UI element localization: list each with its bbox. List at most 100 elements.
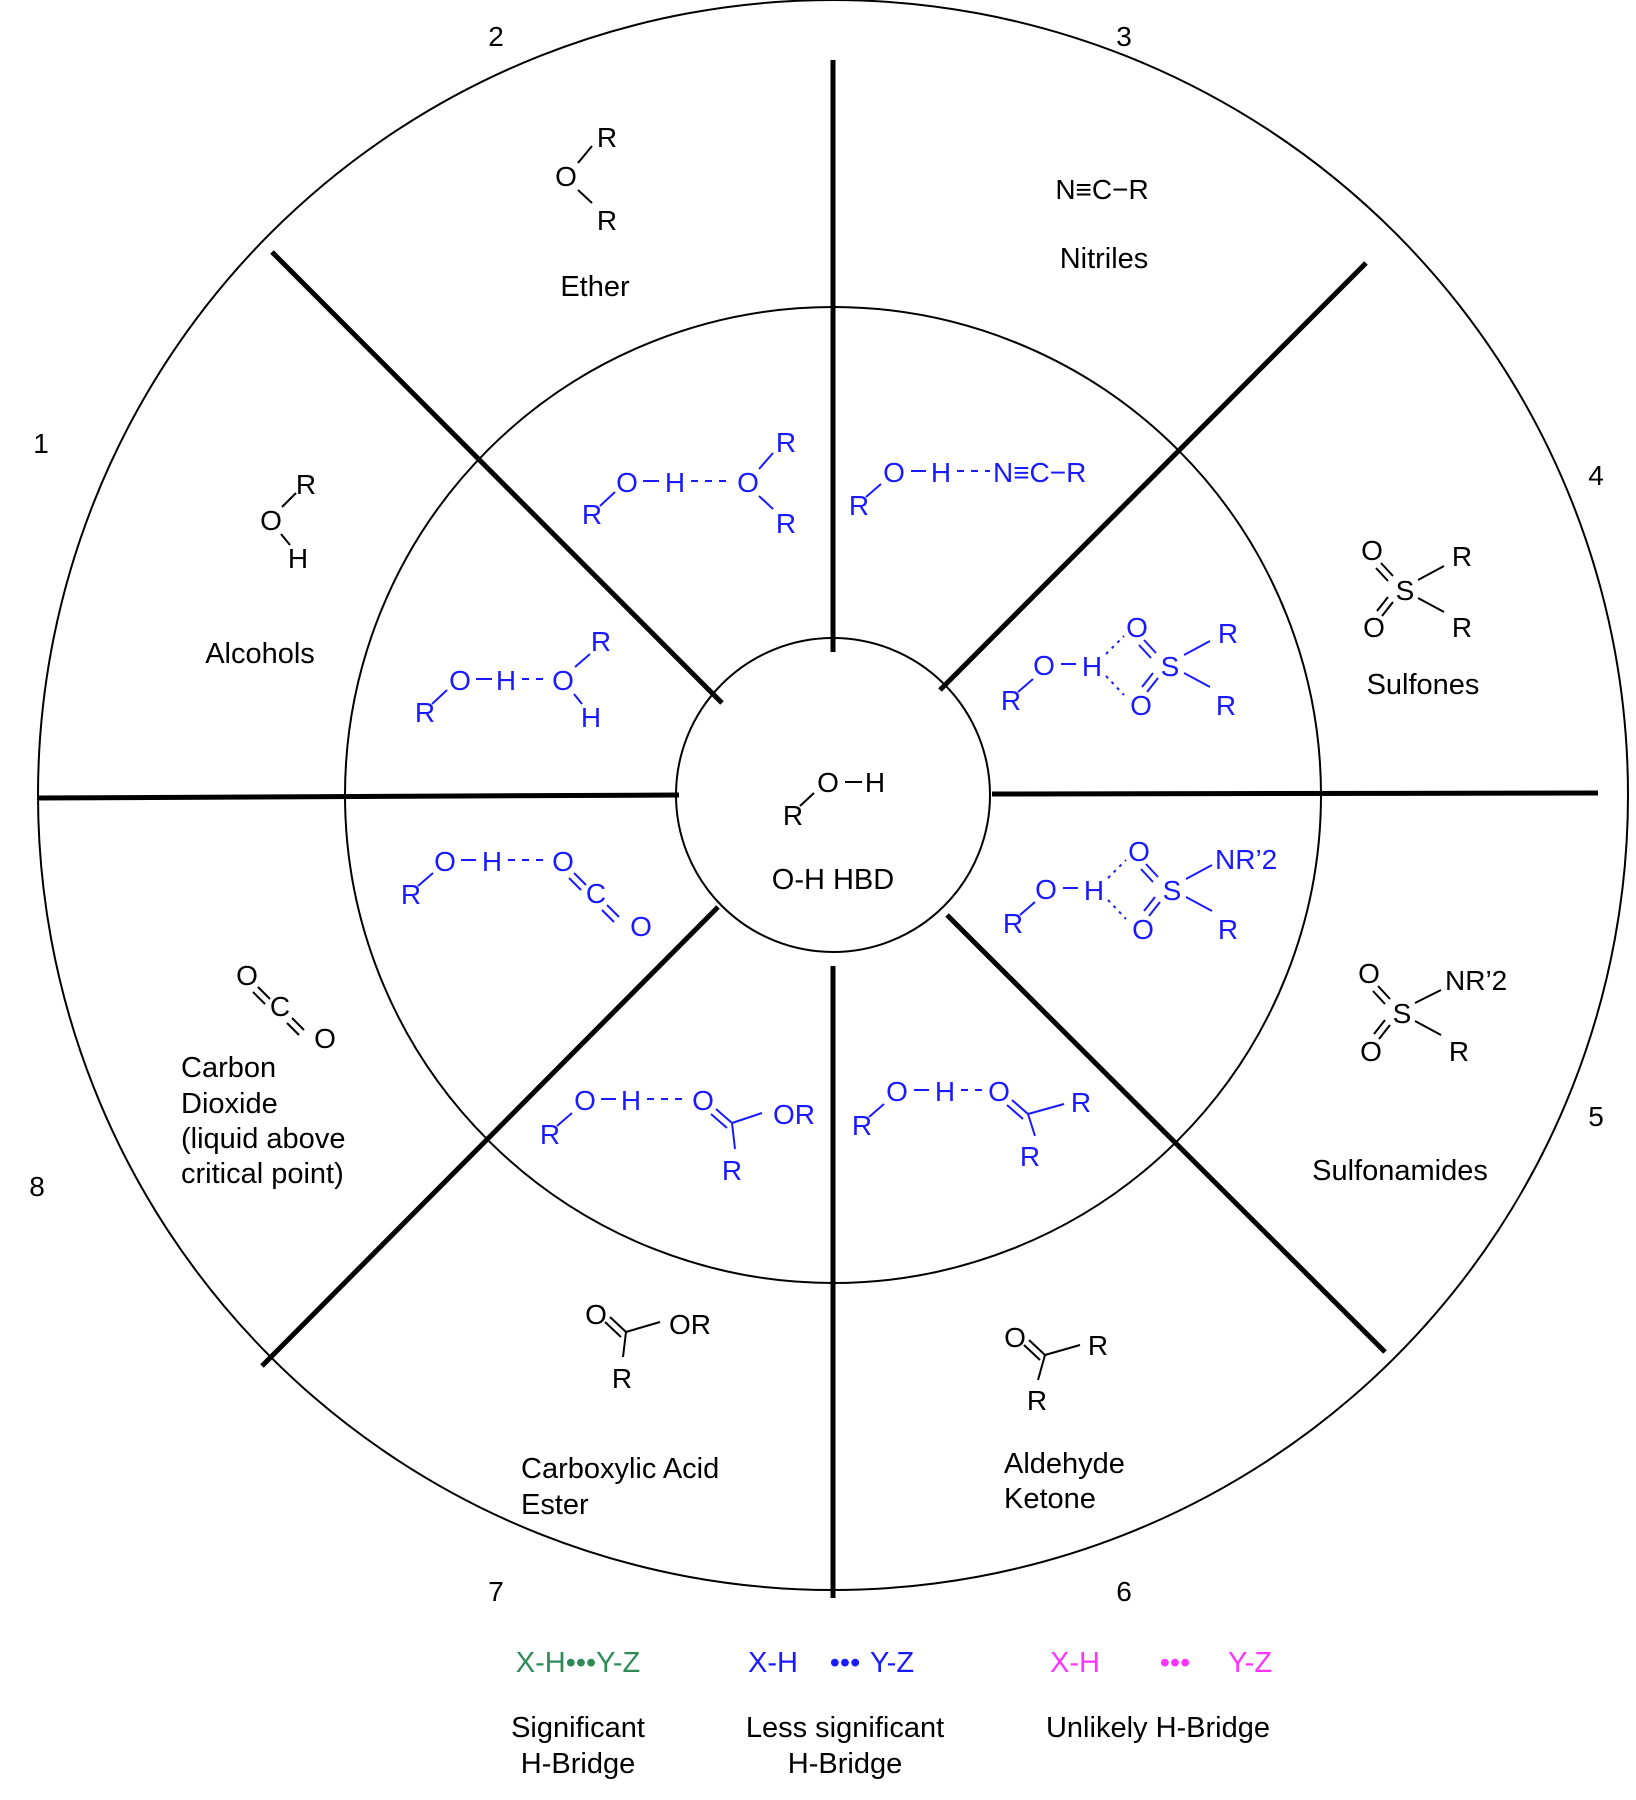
sector-number-8: 8: [29, 1171, 45, 1202]
svg-text:H: H: [581, 702, 601, 733]
svg-text:O: O: [449, 665, 471, 696]
svg-text:O: O: [1130, 690, 1152, 721]
svg-text:R: R: [540, 1119, 560, 1150]
sulfonamide-atom-o2: O: [1360, 1036, 1382, 1067]
legend-less-label-1: Less significant: [746, 1712, 944, 1744]
svg-text:R: R: [582, 499, 602, 530]
svg-text:S: S: [1161, 651, 1180, 682]
carbonyl-atom-r2: R: [1027, 1385, 1047, 1416]
acceptor-aldehyde-ketone: O R R Aldehyde Ketone: [1004, 1322, 1125, 1515]
interaction-carbonyl: R O H O R R: [852, 1076, 1091, 1172]
interaction-nitrile: R O H N≡C−R: [849, 457, 1086, 521]
center-donor: R O H O-H HBD: [772, 767, 894, 896]
legend: X-H•••Y-Z Significant H-Bridge X-H ••• Y…: [511, 1647, 1272, 1780]
acceptor-ester: O OR R Carboxylic Acid Ester: [521, 1299, 719, 1521]
nitriles-label: Nitriles: [1060, 243, 1149, 275]
sulfone-atom-o1: O: [1361, 535, 1383, 566]
svg-text:R: R: [1218, 914, 1238, 945]
legend-significant-label-1: Significant: [511, 1712, 645, 1744]
svg-text:H: H: [482, 846, 502, 877]
interaction-ether: R O H O R R: [582, 427, 796, 539]
sulfone-atom-s: S: [1396, 575, 1415, 606]
legend-less-dots: •••: [830, 1647, 860, 1679]
svg-text:H: H: [1084, 875, 1104, 906]
legend-unlikely-left: X-H: [1050, 1647, 1100, 1679]
ester-atom-r: R: [612, 1363, 632, 1394]
svg-text:R: R: [852, 1110, 872, 1141]
acceptor-sulfones: O S O R R Sulfones: [1361, 535, 1479, 701]
svg-text:O: O: [1132, 914, 1154, 945]
co2-label-line-3: (liquid above: [181, 1123, 345, 1155]
eth-atom-r2: R: [597, 205, 617, 236]
co2-label-line-4: critical point): [181, 1158, 344, 1190]
svg-text:O: O: [630, 911, 652, 942]
ether-label: Ether: [560, 271, 630, 303]
svg-text:H: H: [931, 457, 951, 488]
legend-unlikely: X-H ••• Y-Z Unlikely H-Bridge: [1046, 1647, 1272, 1744]
legend-less-right: Y-Z: [870, 1647, 914, 1679]
carbonyl-atom-o: O: [1004, 1322, 1026, 1353]
svg-text:O: O: [883, 457, 905, 488]
svg-text:R: R: [849, 490, 869, 521]
svg-text:R: R: [1001, 685, 1021, 716]
interaction-alcohol: R O H O R H: [415, 626, 611, 733]
sector-number-3: 3: [1116, 21, 1132, 52]
divider-top-left: [270, 250, 724, 705]
interaction-ester: R O H O OR R: [540, 1085, 815, 1186]
sulfonamide-atom-r: R: [1449, 1036, 1469, 1067]
sulfone-atom-r2: R: [1452, 612, 1472, 643]
ester-atom-o: O: [585, 1299, 607, 1330]
ester-label: Ester: [521, 1489, 589, 1521]
svg-text:O: O: [552, 846, 574, 877]
alc-atom-o: O: [260, 505, 282, 536]
svg-text:H: H: [1082, 651, 1102, 682]
legend-significant: X-H•••Y-Z Significant H-Bridge: [511, 1647, 645, 1780]
svg-text:O: O: [1033, 650, 1055, 681]
acceptor-alcohols: O R H Alcohols: [205, 469, 316, 670]
co2-atom-c: C: [270, 991, 290, 1022]
svg-text:R: R: [1218, 618, 1238, 649]
svg-text:O: O: [1128, 836, 1150, 867]
sulfonamides-label: Sulfonamides: [1312, 1155, 1488, 1187]
svg-text:O: O: [988, 1076, 1010, 1107]
svg-text:OR: OR: [773, 1099, 815, 1130]
legend-significant-formula: X-H•••Y-Z: [516, 1647, 640, 1679]
alc-atom-r: R: [296, 469, 316, 500]
svg-text:O: O: [574, 1085, 596, 1116]
sector-number-4: 4: [1588, 460, 1604, 491]
svg-text:H: H: [496, 665, 516, 696]
svg-text:R: R: [1071, 1087, 1091, 1118]
svg-text:O: O: [1035, 874, 1057, 905]
sector-dividers: [37, 60, 1599, 1598]
sector-number-1: 1: [33, 428, 49, 459]
acceptor-sulfonamides: O S O NR’2 R Sulfonamides: [1312, 958, 1507, 1187]
eth-atom-r1: R: [597, 122, 617, 153]
interaction-sulfone: R O H O S O R R: [1001, 612, 1238, 721]
alc-atom-h: H: [288, 543, 308, 574]
interaction-co2: R O H O C O: [401, 846, 652, 942]
sulfones-label: Sulfones: [1367, 669, 1480, 701]
svg-text:R: R: [401, 879, 421, 910]
svg-text:O: O: [552, 665, 574, 696]
carboxylic-acid-label: Carboxylic Acid: [521, 1453, 719, 1485]
svg-text:R: R: [415, 697, 435, 728]
divider-bottom-left: [260, 905, 720, 1368]
legend-significant-label-2: H-Bridge: [521, 1748, 635, 1780]
center-atom-h: H: [865, 767, 885, 798]
svg-text:N≡C−R: N≡C−R: [993, 457, 1086, 488]
svg-text:O: O: [886, 1076, 908, 1107]
acceptor-carbon-dioxide: O C O Carbon Dioxide (liquid above criti…: [181, 960, 345, 1190]
svg-text:C: C: [586, 878, 606, 909]
sector-number-6: 6: [1116, 1576, 1132, 1607]
legend-unlikely-right: Y-Z: [1228, 1647, 1272, 1679]
ketone-label: Ketone: [1004, 1483, 1096, 1515]
aldehyde-label: Aldehyde: [1004, 1448, 1125, 1480]
carbonyl-atom-r1: R: [1088, 1330, 1108, 1361]
center-atom-o: O: [817, 767, 839, 798]
svg-text:O: O: [692, 1085, 714, 1116]
svg-text:R: R: [776, 427, 796, 458]
sulfone-atom-o2: O: [1363, 612, 1385, 643]
divider-left: [37, 792, 680, 801]
legend-less-label-2: H-Bridge: [788, 1748, 902, 1780]
